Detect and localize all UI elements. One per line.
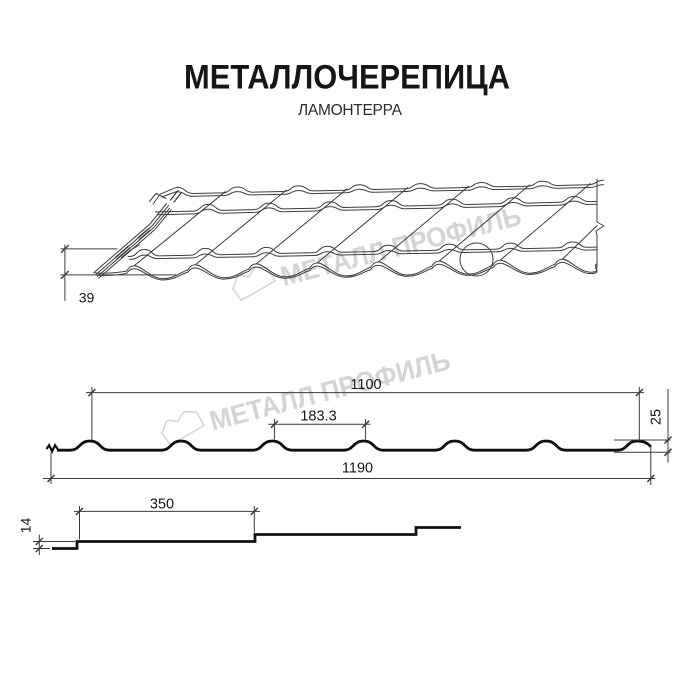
svg-text:МЕТАЛЛОЧЕРЕПИЦА: МЕТАЛЛОЧЕРЕПИЦА [184, 59, 510, 97]
svg-text:1190: 1190 [342, 461, 373, 477]
svg-text:350: 350 [150, 497, 174, 513]
svg-text:183.3: 183.3 [300, 409, 336, 425]
svg-text:25: 25 [649, 409, 665, 425]
svg-text:39: 39 [79, 290, 95, 306]
svg-text:1100: 1100 [350, 377, 381, 393]
svg-text:МЕТАЛЛ ПРОФИЛЬ: МЕТАЛЛ ПРОФИЛЬ [277, 200, 524, 292]
svg-text:14: 14 [18, 518, 34, 534]
svg-text:ЛАМОНТЕРРА: ЛАМОНТЕРРА [298, 102, 403, 119]
